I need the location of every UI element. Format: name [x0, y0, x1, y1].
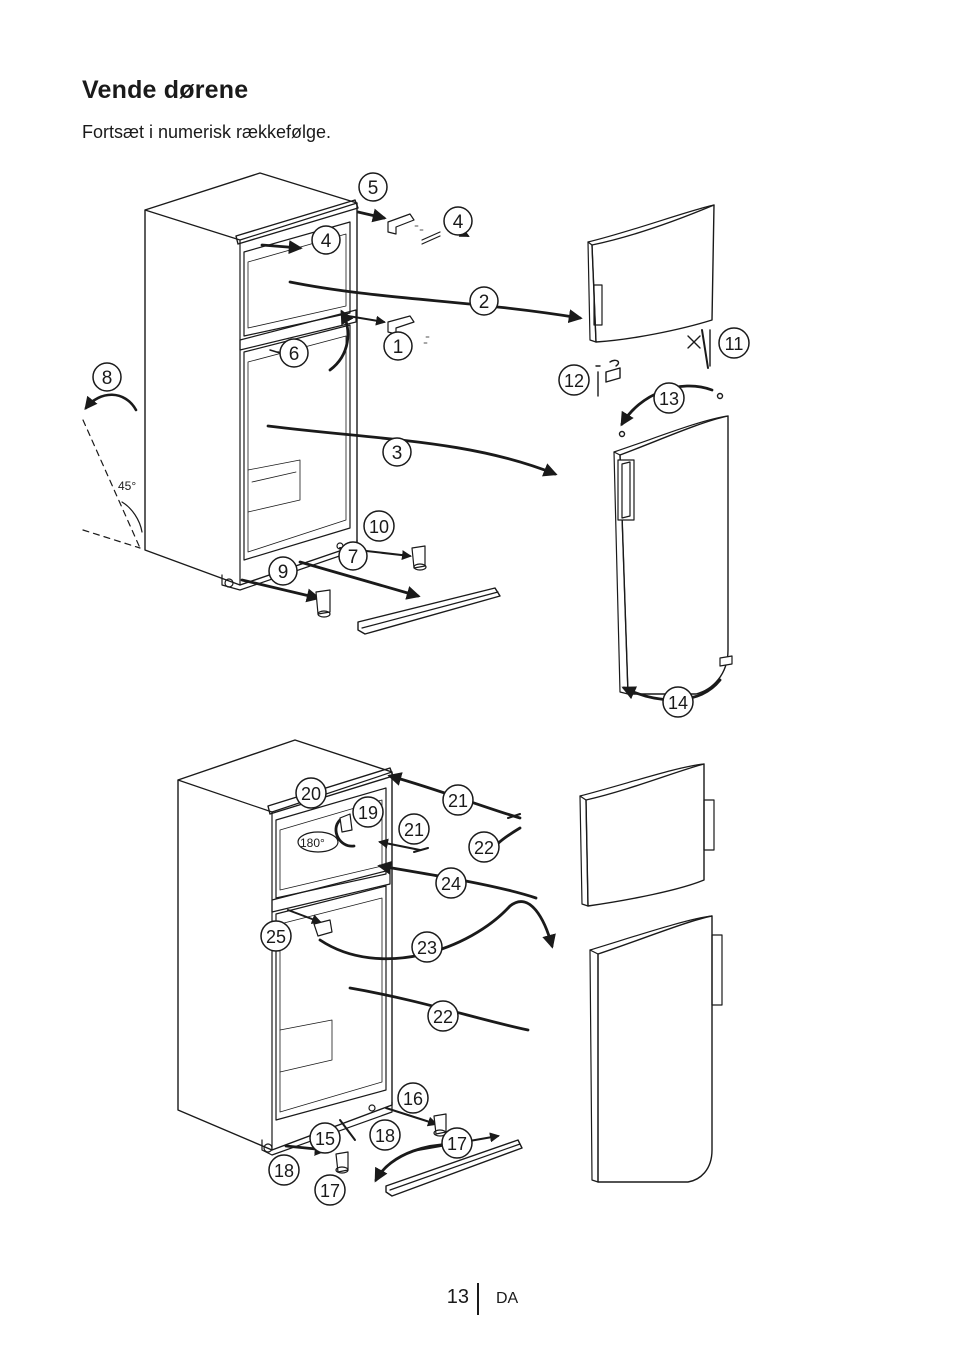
svg-text:6: 6 — [289, 344, 300, 365]
svg-text:11: 11 — [725, 334, 744, 354]
hinge-pin-parts — [595, 329, 724, 438]
step-badge: 16 — [397, 1082, 429, 1114]
fridge-door-top — [613, 415, 733, 695]
page-title: Vende dørene — [82, 76, 249, 104]
step-badge: 17 — [314, 1174, 346, 1206]
svg-text:4: 4 — [321, 231, 332, 252]
step-badge: 10 — [363, 510, 395, 542]
fridge-door-bottom — [589, 915, 723, 1183]
step-badge: 5 — [358, 172, 388, 202]
svg-text:18: 18 — [274, 1161, 294, 1181]
svg-text:12: 12 — [564, 371, 584, 391]
rotation-180-indicator: 180° — [297, 831, 339, 853]
step-badge: 24 — [435, 867, 467, 899]
rotation-angle-label: 180° — [300, 836, 325, 850]
svg-text:2: 2 — [479, 292, 490, 313]
freezer-door-top — [587, 204, 715, 343]
svg-text:23: 23 — [417, 938, 437, 958]
svg-text:7: 7 — [348, 547, 359, 568]
svg-text:15: 15 — [315, 1129, 335, 1149]
upper-hinge-parts — [387, 213, 441, 344]
tilt-angle-indicator: 45° — [82, 393, 143, 549]
bottom-hinge-parts — [313, 813, 447, 1174]
step-badge: 22 — [468, 831, 500, 863]
step-badge: 17 — [441, 1127, 473, 1159]
fridge-top-diagram: 45° — [82, 172, 733, 702]
freezer-door-bottom — [579, 763, 715, 907]
kick-plate-bottom — [385, 1139, 523, 1197]
step-badge: 19 — [352, 796, 384, 828]
svg-text:25: 25 — [266, 927, 286, 947]
svg-text:8: 8 — [102, 368, 113, 389]
step-badge: 21 — [398, 813, 430, 845]
step-badge: 15 — [309, 1122, 341, 1154]
page-number: 13 — [446, 1286, 469, 1308]
step-badge: 13 — [653, 382, 685, 414]
tilt-angle-label: 45° — [118, 479, 136, 493]
svg-text:16: 16 — [403, 1089, 423, 1109]
step-badge: 4 — [443, 206, 473, 236]
svg-text:20: 20 — [301, 784, 321, 804]
svg-text:4: 4 — [453, 212, 464, 233]
svg-text:5: 5 — [368, 178, 379, 199]
top-arrows — [240, 208, 583, 603]
language-code: DA — [496, 1290, 519, 1307]
svg-text:17: 17 — [447, 1134, 467, 1154]
fridge-cabinet-bottom — [177, 739, 394, 1156]
step-badge: 2 — [469, 286, 499, 316]
step-badge: 11 — [718, 327, 750, 359]
svg-text:14: 14 — [668, 693, 688, 713]
step-badge: 20 — [295, 777, 327, 809]
step-badge: 22 — [427, 1000, 459, 1032]
svg-text:19: 19 — [358, 803, 378, 823]
svg-text:9: 9 — [278, 562, 289, 583]
step-badge: 6 — [279, 338, 309, 368]
step-badge: 4 — [311, 225, 341, 255]
step-badge: 23 — [411, 931, 443, 963]
footer-divider — [477, 1283, 479, 1315]
rotate-arrows-door — [620, 384, 722, 702]
svg-text:24: 24 — [441, 874, 461, 894]
step-badge: 9 — [268, 556, 298, 586]
kick-plate-top — [357, 587, 501, 635]
svg-text:21: 21 — [448, 791, 468, 811]
step-badge: 18 — [369, 1119, 401, 1151]
step-badges: 5 4 4 2 1 6 8 11 12 13 3 10 7 9 14 20 21… — [92, 172, 750, 1206]
svg-text:17: 17 — [320, 1181, 340, 1201]
step-badge: 18 — [268, 1154, 300, 1186]
step-badge: 3 — [382, 437, 412, 467]
svg-text:18: 18 — [375, 1126, 395, 1146]
step-badge: 8 — [92, 362, 122, 392]
svg-text:21: 21 — [404, 820, 424, 840]
step-badge: 7 — [338, 541, 368, 571]
step-badge: 21 — [442, 784, 474, 816]
step-badge: 12 — [558, 364, 590, 396]
svg-text:22: 22 — [474, 838, 494, 858]
svg-text:13: 13 — [659, 389, 679, 409]
svg-text:22: 22 — [433, 1007, 453, 1027]
step-badge: 1 — [383, 331, 413, 361]
svg-text:1: 1 — [393, 337, 404, 358]
svg-text:10: 10 — [369, 517, 389, 537]
step-badge: 25 — [260, 920, 292, 952]
svg-text:3: 3 — [392, 443, 403, 464]
lower-hinge-parts — [315, 545, 427, 618]
step-badge: 14 — [662, 686, 694, 718]
page-subtitle: Fortsæt i numerisk rækkefølge. — [82, 122, 332, 142]
